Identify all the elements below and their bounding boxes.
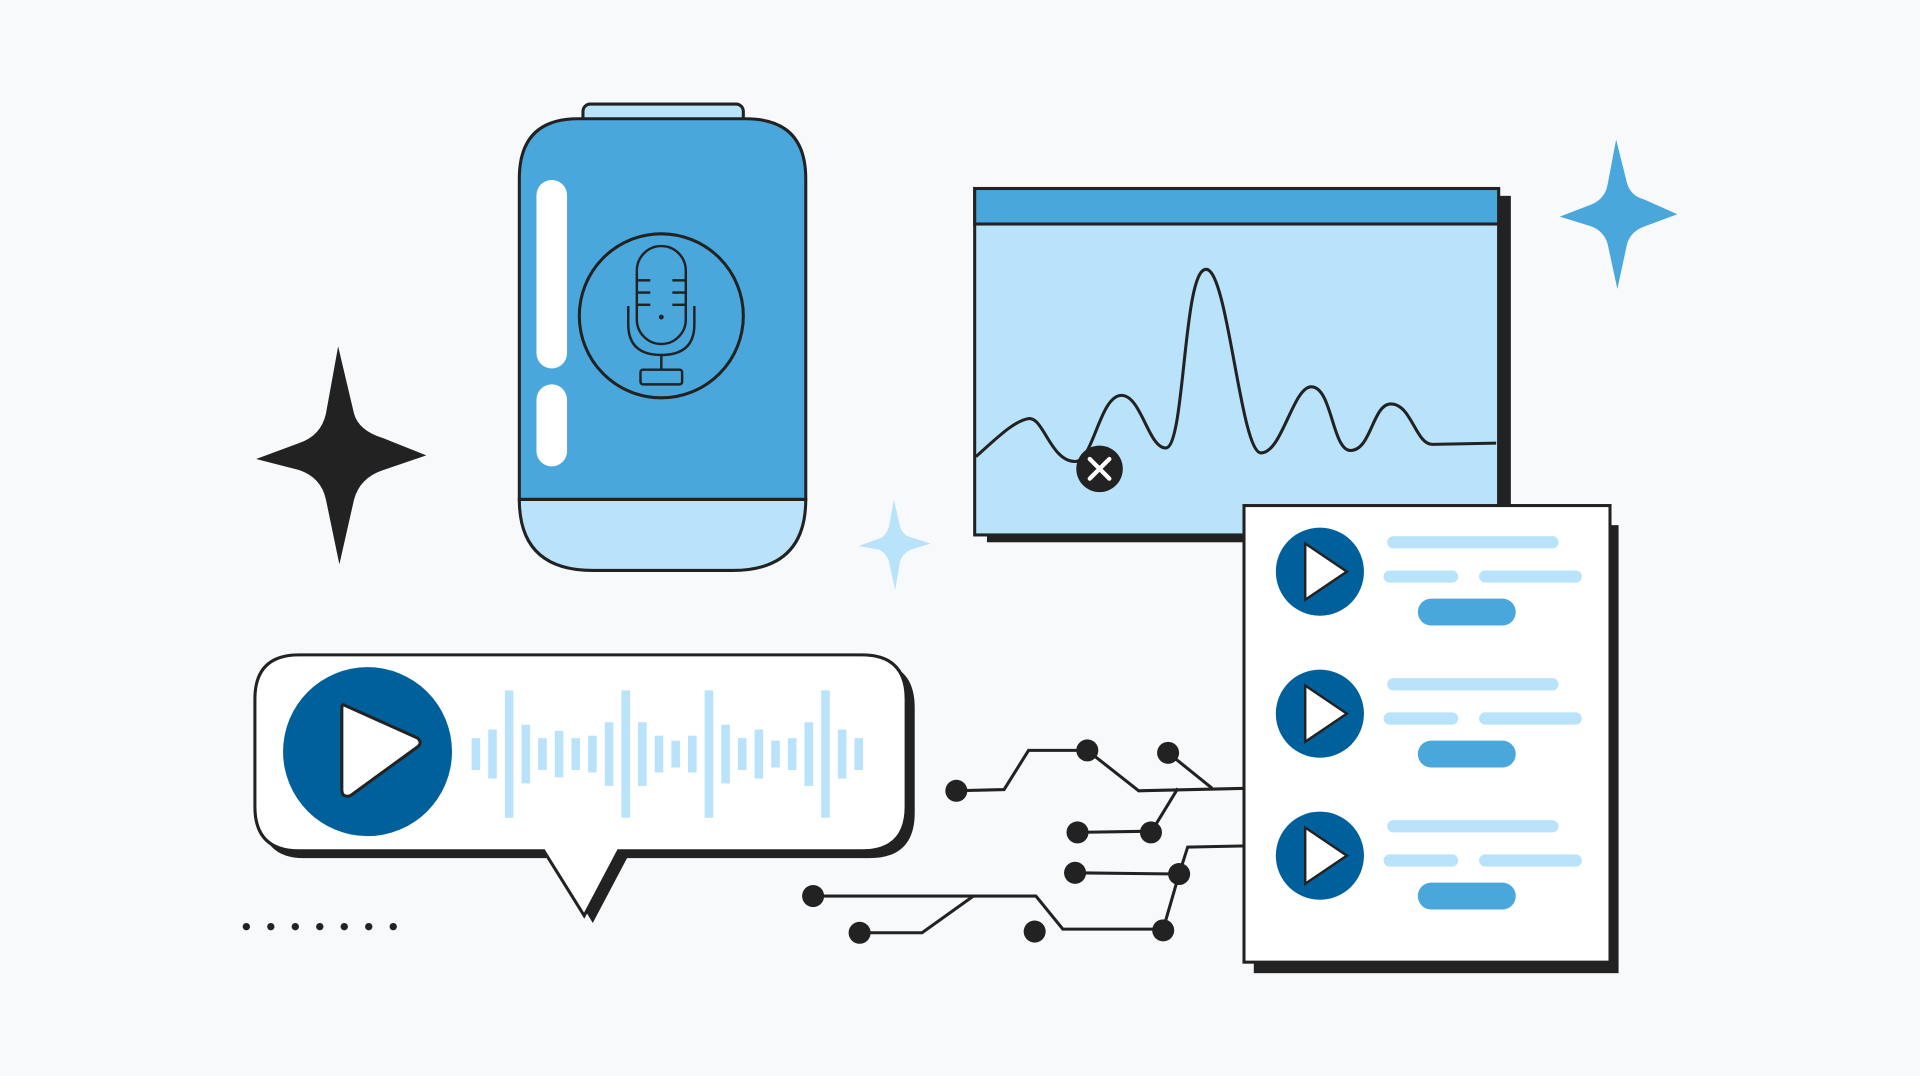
meta-placeholder <box>1479 712 1582 725</box>
audio-bar <box>621 690 630 818</box>
circuit-nodes <box>802 739 1191 944</box>
play-icon <box>1303 683 1350 745</box>
audio-bar <box>721 724 730 784</box>
meta-placeholder <box>1383 570 1459 583</box>
audio-bar <box>771 740 780 768</box>
smart-speaker-device <box>517 102 808 572</box>
audio-bar <box>521 724 531 784</box>
speaker-highlight-short <box>536 384 568 467</box>
audio-bar <box>737 738 747 770</box>
audio-bar <box>837 729 847 779</box>
audio-bar <box>804 722 814 786</box>
window-body <box>973 186 1501 537</box>
speaker-highlight-long <box>536 179 568 369</box>
audio-bar <box>488 729 497 779</box>
audio-bar <box>821 690 830 818</box>
audio-bar <box>654 735 664 773</box>
title-placeholder <box>1387 678 1559 691</box>
playlist-item[interactable] <box>1275 811 1582 910</box>
action-pill[interactable] <box>1417 740 1516 768</box>
mic-icon <box>627 244 696 386</box>
action-pill[interactable] <box>1417 598 1516 626</box>
voice-message-bubble <box>253 653 915 923</box>
title-placeholder <box>1387 536 1559 549</box>
playlist-items <box>1275 527 1582 910</box>
play-icon <box>340 702 422 798</box>
window-title-bar <box>973 186 1501 226</box>
audio-bar <box>538 738 547 770</box>
audio-bar <box>854 738 864 770</box>
action-pill[interactable] <box>1417 882 1516 910</box>
audio-bar <box>504 690 514 818</box>
playlist-item[interactable] <box>1275 669 1582 768</box>
audio-bar <box>638 722 647 786</box>
playlist-card <box>1242 504 1619 974</box>
title-placeholder <box>1387 820 1559 833</box>
audio-bar <box>754 729 764 779</box>
meta-placeholder <box>1479 854 1582 867</box>
audio-bar <box>704 690 714 818</box>
small-light-sparkle-icon <box>858 499 931 591</box>
blue-sparkle-icon <box>1559 139 1678 289</box>
audio-bar <box>571 738 581 770</box>
speaker-base <box>517 497 808 572</box>
waveform-window <box>973 186 1511 543</box>
dotted-line <box>242 922 397 931</box>
error-marker-icon <box>1076 445 1123 493</box>
audio-bar <box>787 738 797 770</box>
meta-placeholder <box>1383 712 1459 725</box>
audio-waveform-line <box>974 267 1497 464</box>
audio-bar <box>588 735 597 773</box>
audio-bars <box>471 690 864 818</box>
large-black-sparkle-icon <box>256 346 427 565</box>
audio-bar <box>604 722 614 786</box>
audio-bar <box>671 740 680 768</box>
audio-bar <box>554 730 564 778</box>
meta-placeholder <box>1479 570 1582 583</box>
play-icon <box>1303 541 1350 603</box>
audio-bar <box>471 738 481 770</box>
playlist-item[interactable] <box>1275 527 1582 626</box>
play-icon <box>1303 825 1350 887</box>
audio-bar <box>688 735 697 773</box>
meta-placeholder <box>1383 854 1459 867</box>
